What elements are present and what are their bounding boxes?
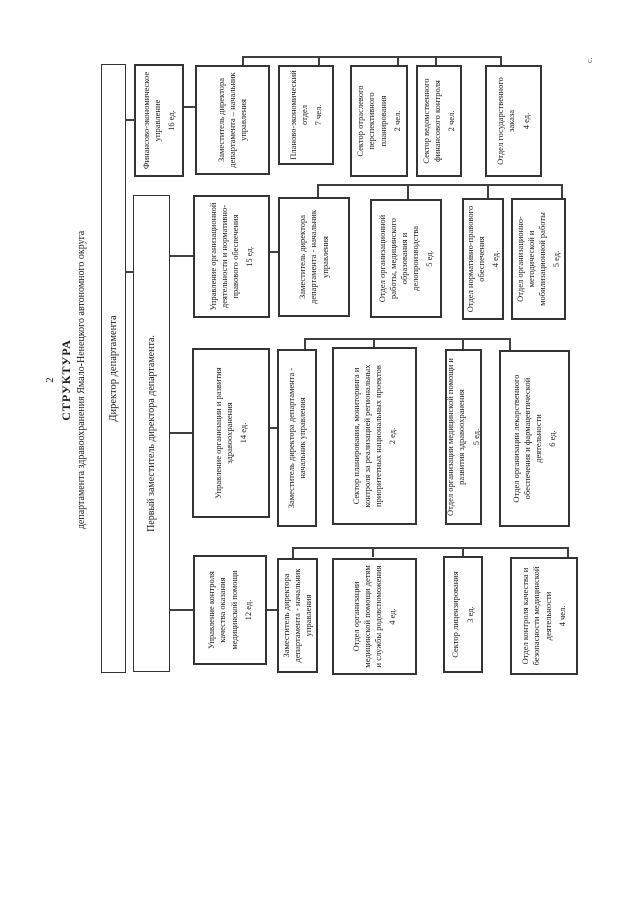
dept-label: Сектор отраслевого перспективного планир… xyxy=(355,85,388,157)
unit-financial: Финансово-экономическое управление 16 ед… xyxy=(134,64,184,177)
connector xyxy=(267,609,277,611)
deputy-label: Заместитель директора департамента - нач… xyxy=(280,568,314,663)
unit-quality-control: Управление контроля качества оказания ме… xyxy=(193,555,267,665)
deputy-quality-control: Заместитель директора департамента - нач… xyxy=(277,558,318,673)
dept-label: Сектор лицензирования xyxy=(450,571,461,658)
dept-label: Отдел организационно-методической и моби… xyxy=(514,212,547,306)
director-bar: Директор департамента xyxy=(101,64,126,673)
page-subtitle: департамента здравоохранения Ямало-Ненец… xyxy=(76,230,87,530)
connector xyxy=(304,338,511,340)
dept-count: 4 ед. xyxy=(520,112,531,130)
dept-sector-planning-monitoring: Сектор планирования, мониторинга и контр… xyxy=(332,347,417,525)
dept-label: Отдел организации медицинской помощи и р… xyxy=(445,358,467,516)
connector xyxy=(372,548,374,557)
dept-count: 6 ед. xyxy=(547,430,558,447)
deputy-label: Заместитель директора департамента – нач… xyxy=(215,72,249,168)
dept-count: 4 ед. xyxy=(490,250,501,268)
dept-org-methodical: Отдел организационно-методической и моби… xyxy=(511,198,566,320)
connector xyxy=(462,340,464,349)
dept-label: Отдел контроля качества и безопасности м… xyxy=(520,566,553,666)
dept-label: Отдел государственного заказа xyxy=(495,77,517,165)
dept-label: Сектор планирования, мониторинга и контр… xyxy=(350,364,383,508)
dept-sector-perspective-planning: Сектор отраслевого перспективного планир… xyxy=(350,65,408,177)
connector xyxy=(170,609,193,611)
unit-label: Управление контроля качества оказания ме… xyxy=(206,570,239,650)
unit-count: 16 ед. xyxy=(166,110,177,131)
first-deputy-label: Первый заместитель директора департамент… xyxy=(146,335,157,532)
connector xyxy=(397,58,399,65)
dept-label: Сектор ведомственного финансового контро… xyxy=(420,78,442,164)
unit-count: 15 ед. xyxy=(244,246,255,267)
connector xyxy=(126,271,134,273)
connector xyxy=(509,340,511,350)
connector xyxy=(487,186,489,198)
connector xyxy=(373,339,375,347)
page-number: 2 xyxy=(44,377,56,383)
dept-count: 2 чел. xyxy=(391,110,402,132)
dept-count: 3 ед. xyxy=(464,606,475,623)
connector xyxy=(126,119,135,121)
dept-count: 4 чел. xyxy=(556,605,567,627)
connector xyxy=(317,184,563,186)
first-deputy-bar: Первый заместитель директора департамент… xyxy=(133,195,170,672)
dept-count: 5 ед. xyxy=(551,250,562,268)
dept-count: 4 ед. xyxy=(387,608,398,625)
dept-count: 5 ед. xyxy=(424,250,435,267)
connector xyxy=(242,56,502,58)
connector xyxy=(462,548,464,556)
dept-count: 7 чел. xyxy=(313,104,324,126)
connector xyxy=(435,58,437,65)
dept-count: 5 ед. xyxy=(470,428,481,446)
dept-drug-provision: Отдел организации лекарственного обеспеч… xyxy=(499,350,570,527)
unit-label: Управление организационной деятельности … xyxy=(207,202,240,311)
dept-children-care: Отдел организации медицинской помощи дет… xyxy=(332,558,417,675)
dept-sector-financial-control: Сектор ведомственного финансового контро… xyxy=(416,65,462,177)
connector xyxy=(270,427,277,429)
dept-label: Отдел организации медицинской помощи дет… xyxy=(350,565,383,668)
dept-planning-economic: Планово-экономический отдел 7 чел. xyxy=(278,65,334,165)
page-title: СТРУКТУРА xyxy=(59,339,73,421)
dept-sector-licensing: Сектор лицензирования 3 ед. xyxy=(443,556,483,673)
scan-artifact-mark: с. xyxy=(585,57,594,63)
unit-org-development: Управление организации и развития здраво… xyxy=(192,348,270,518)
connector xyxy=(170,255,193,257)
deputy-org-development: Заместитель директора департамента - нач… xyxy=(277,349,317,527)
unit-label: Управление организации и развития здраво… xyxy=(212,367,234,499)
connector xyxy=(567,548,569,557)
unit-count: 14 ед. xyxy=(238,422,249,444)
connector xyxy=(170,432,192,434)
connector xyxy=(561,186,563,198)
dept-count: 2 чел. xyxy=(446,110,457,132)
dept-legal-support: Отдел нормативно-правового обеспечения 4… xyxy=(462,198,504,320)
dept-label: Отдел организационной работы, медицинско… xyxy=(376,214,421,303)
dept-org-work-education: Отдел организационной работы, медицинско… xyxy=(370,199,442,318)
deputy-label: Заместитель директора департамента - нач… xyxy=(297,210,330,304)
connector xyxy=(407,186,409,199)
director-label: Директор департамента xyxy=(108,315,119,422)
connector xyxy=(318,58,320,65)
connector xyxy=(500,58,502,65)
dept-medical-care-development: Отдел организации медицинской помощи и р… xyxy=(445,349,482,525)
unit-count: 12 ед. xyxy=(242,599,253,621)
dept-label: Отдел организации лекарственного обеспеч… xyxy=(510,374,543,503)
connector xyxy=(292,547,569,549)
connector xyxy=(184,106,195,108)
dept-count: 2 ед. xyxy=(387,427,398,445)
deputy-financial: Заместитель директора департамента – нач… xyxy=(195,65,270,175)
dept-state-order: Отдел государственного заказа 4 ед. xyxy=(485,65,542,177)
unit-label: Финансово-экономическое управление xyxy=(140,71,162,170)
dept-label: Отдел нормативно-правового обеспечения xyxy=(464,205,486,313)
connector xyxy=(270,251,278,253)
dept-quality-safety: Отдел контроля качества и безопасности м… xyxy=(510,557,578,675)
title-block: 2 СТРУКТУРА департамента здравоохранения… xyxy=(44,0,87,765)
unit-org-legal: Управление организационной деятельности … xyxy=(193,195,270,318)
dept-label: Планово-экономический отдел xyxy=(287,70,309,160)
deputy-org-legal: Заместитель директора департамента - нач… xyxy=(278,197,350,317)
deputy-label: Заместитель директора департамента - нач… xyxy=(285,367,307,509)
